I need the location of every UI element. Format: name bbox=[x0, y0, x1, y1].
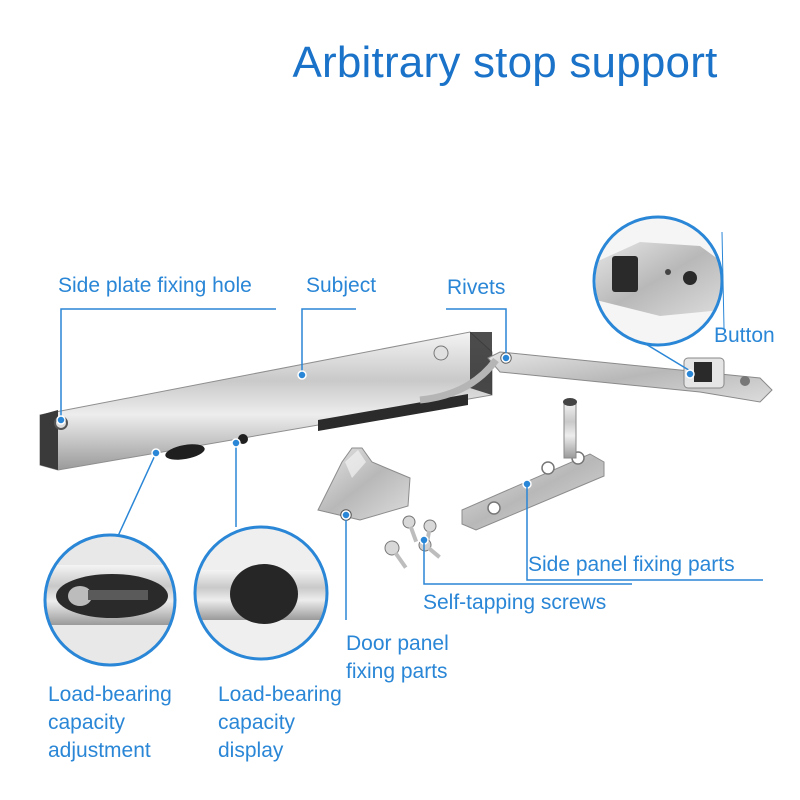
self-tapping-screws bbox=[384, 515, 441, 569]
label-self-tapping-screws: Self-tapping screws bbox=[423, 591, 607, 614]
leader-lines bbox=[56, 308, 763, 620]
label-adjustment-line1: Load-bearing bbox=[48, 683, 172, 706]
support-body bbox=[39, 331, 493, 471]
label-adjustment-line3: adjustment bbox=[48, 739, 151, 762]
label-rivets: Rivets bbox=[447, 276, 506, 299]
button-zoom-callout bbox=[592, 215, 725, 379]
door-panel-fixing-part bbox=[317, 447, 411, 521]
label-door-panel-fixing-parts-line1: Door panel bbox=[346, 632, 449, 655]
page-title: Arbitrary stop support bbox=[292, 38, 718, 87]
label-display-line1: Load-bearing bbox=[218, 683, 342, 706]
label-subject: Subject bbox=[306, 274, 377, 297]
label-door-panel-fixing-parts-line2: fixing parts bbox=[346, 660, 448, 683]
label-side-panel-fixing-parts: Side panel fixing parts bbox=[528, 553, 735, 576]
label-display-line3: display bbox=[218, 739, 284, 762]
label-adjustment-line2: capacity bbox=[48, 711, 126, 734]
label-display-line2: capacity bbox=[218, 711, 296, 734]
label-side-plate-fixing-hole: Side plate fixing hole bbox=[58, 274, 252, 297]
label-button: Button bbox=[714, 324, 775, 347]
side-panel-fixing-part bbox=[461, 398, 605, 531]
display-zoom-callout bbox=[193, 438, 329, 661]
adjustment-zoom-callout bbox=[43, 448, 177, 667]
